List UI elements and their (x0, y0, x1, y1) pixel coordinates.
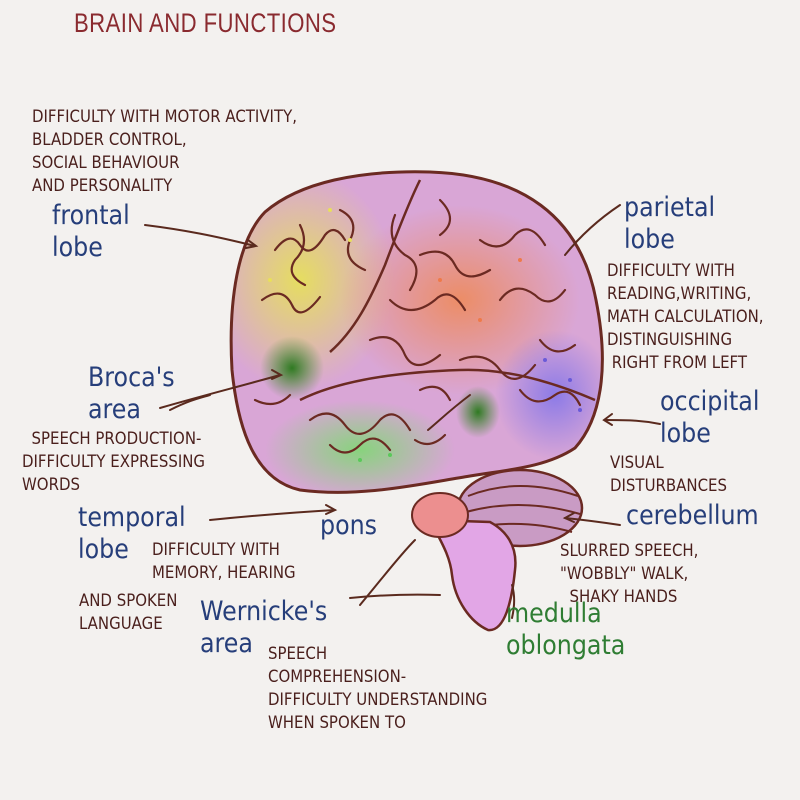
pons-structure (411, 492, 469, 538)
desc-cerebellum: SLURRED SPEECH, "WOBBLY" WALK, SHAKY HAN… (560, 541, 699, 607)
label-occipital-lobe: occipital lobe (660, 386, 760, 449)
speckle-texture (268, 208, 582, 462)
lobe-boundaries (299, 179, 596, 402)
broca-region (260, 336, 324, 400)
wernicke-region (456, 386, 500, 438)
label-broca-area: Broca's area (88, 362, 175, 425)
pointer-lines (144, 204, 661, 619)
label-pons: pons (320, 510, 378, 541)
desc-temporal-lobe-cont: AND SPOKEN LANGUAGE (79, 591, 178, 634)
desc-temporal-lobe: DIFFICULTY WITH MEMORY, HEARING (152, 540, 296, 583)
desc-broca-area: SPEECH PRODUCTION- DIFFICULTY EXPRESSING… (22, 429, 206, 495)
desc-occipital-lobe: VISUAL DISTURBANCES (610, 453, 727, 496)
label-parietal-lobe: parietal lobe (624, 192, 716, 255)
cerebrum-outline (229, 170, 604, 494)
desc-wernicke-area: SPEECH COMPREHENSION- DIFFICULTY UNDERST… (268, 644, 488, 733)
label-cerebellum: cerebellum (626, 500, 759, 531)
desc-frontal-lobe: DIFFICULTY WITH MOTOR ACTIVITY, BLADDER … (32, 107, 298, 196)
temporal-region (265, 400, 455, 493)
label-frontal-lobe: frontal lobe (52, 200, 130, 263)
label-wernicke-area: Wernicke's area (200, 596, 328, 659)
desc-parietal-lobe: DIFFICULTY WITH READING,WRITING, MATH CA… (607, 261, 764, 373)
label-medulla-oblongata: medulla oblongata (506, 598, 626, 661)
medulla-structure (427, 518, 517, 632)
gyri-lines (253, 198, 582, 454)
page-title: BRAIN AND FUNCTIONS (74, 8, 337, 38)
label-temporal-lobe: temporal lobe (78, 502, 186, 565)
